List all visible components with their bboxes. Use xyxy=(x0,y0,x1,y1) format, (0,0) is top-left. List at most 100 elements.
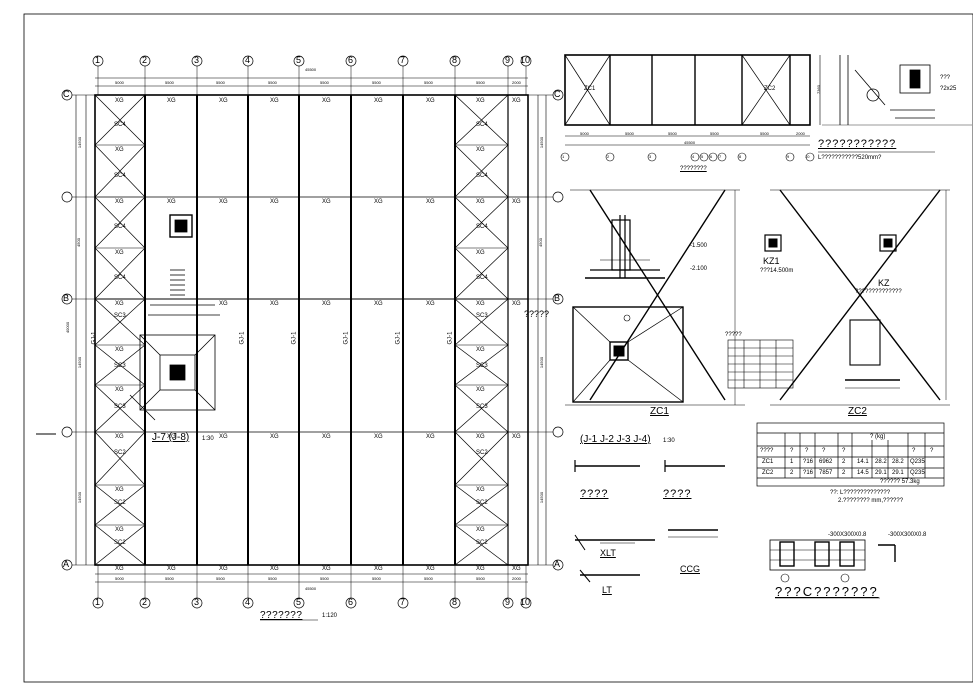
xg-label: XG xyxy=(374,301,383,307)
span-dim-b9: 2000 xyxy=(512,576,521,581)
elev-col: 3 xyxy=(649,154,652,159)
table-header: ? xyxy=(930,448,934,454)
elev-subtitle: L???????????520mm? xyxy=(818,155,882,161)
xg-label: XG xyxy=(322,434,331,440)
zc1-brace xyxy=(589,189,726,401)
row-letter-b-right: B xyxy=(554,293,561,303)
sc4-label: SC4 xyxy=(476,275,488,281)
level2: -2.100 xyxy=(690,266,708,272)
sc2-label: SC2 xyxy=(114,500,126,506)
sc3-label: SC3 xyxy=(114,404,126,410)
col-num-2: 2 xyxy=(142,55,148,65)
table-cell: 7857 xyxy=(819,470,833,476)
xg-label: XG xyxy=(270,566,279,572)
table-header: ? xyxy=(822,448,826,454)
col-num-4: 4 xyxy=(245,55,251,65)
xg-label: XG xyxy=(322,301,331,307)
gj-label: GJ-1 xyxy=(395,331,402,345)
table-cell: 6962 xyxy=(819,459,833,465)
sc2-label: SC2 xyxy=(476,540,488,546)
xg-label: XG xyxy=(219,566,228,572)
left-total-dim: 40000 xyxy=(65,321,71,334)
gj-label: GJ-1 xyxy=(239,331,246,345)
xg-label: XG xyxy=(219,301,228,307)
col-bubbles-bottom xyxy=(92,597,532,609)
xg-label: XG xyxy=(322,98,331,104)
elev-col: 8 xyxy=(739,154,742,159)
elev-col: 4 xyxy=(692,154,695,159)
xg-label: XG xyxy=(167,199,176,205)
col-num-9: 9 xyxy=(505,55,511,65)
span-dim-b1: 5000 xyxy=(115,576,124,581)
xg-label: XG xyxy=(512,199,521,205)
left-plan xyxy=(61,55,564,609)
col-num-7: 7 xyxy=(400,55,406,65)
table-cell: Q235 xyxy=(910,470,925,476)
zc2-brace xyxy=(779,189,941,401)
foundation-section xyxy=(565,189,950,406)
span-dim-b3: 5500 xyxy=(216,576,225,581)
gj-label: GJ-1 xyxy=(447,331,454,345)
xg-label: XG xyxy=(219,199,228,205)
right-seg-dim: 4500 xyxy=(537,238,543,247)
table-cell: Q235 xyxy=(910,459,925,465)
kz2-label: KZ xyxy=(878,278,890,288)
col-num-b2: 2 xyxy=(142,597,148,607)
elevation-frame xyxy=(564,54,811,126)
kz2-note: ?????????????? xyxy=(855,289,902,295)
elev-dim: 5500 xyxy=(668,131,677,136)
row-letter-c: C xyxy=(63,89,70,99)
xg-label: XG xyxy=(115,347,124,353)
span-dim-1: 5000 xyxy=(115,80,124,85)
xg-label: XG xyxy=(374,566,383,572)
elev-detail-note: ??? xyxy=(940,75,951,81)
elev-dim: 5500 xyxy=(625,131,634,136)
sc2-label: SC2 xyxy=(114,450,126,456)
sc3-label: SC3 xyxy=(476,363,488,369)
elev-title: ??????????? xyxy=(818,138,897,150)
zc2-label: ZC2 xyxy=(848,406,867,417)
table-cell: 14.1 xyxy=(857,459,869,465)
col-num-1: 1 xyxy=(95,55,101,65)
xg-label: XG xyxy=(512,301,521,307)
detail-scale: 1:30 xyxy=(202,436,214,442)
plan-scale: 1:120 xyxy=(322,613,338,619)
table-cell: ZC2 xyxy=(762,470,774,476)
col-bubbles-top xyxy=(92,55,532,67)
elev-col: 9 xyxy=(787,154,790,159)
xg-label: XG xyxy=(476,387,485,393)
detail-d1: ???? xyxy=(580,488,609,500)
span-dim-5: 5500 xyxy=(320,80,329,85)
xg-label: XG xyxy=(476,487,485,493)
col-num-8: 8 xyxy=(452,55,458,65)
lower-details xyxy=(574,460,896,599)
table-cell: 29.1 xyxy=(892,470,904,476)
left-seg-dim: 14500 xyxy=(77,491,83,504)
gj-label: GJ-1 xyxy=(91,331,98,345)
spec1: -300X300X0.8 xyxy=(828,532,867,538)
xg-label: XG xyxy=(219,98,228,104)
xg-label: XG xyxy=(270,199,279,205)
span-dim-b8: 5500 xyxy=(476,576,485,581)
col-num-b7: 7 xyxy=(400,597,406,607)
elev-zc1: ZC1 xyxy=(584,86,596,92)
xg-label: XG xyxy=(476,250,485,256)
xg-label: XG xyxy=(426,98,435,104)
left-seg-dim: 14500 xyxy=(77,356,83,369)
lt-label: LT xyxy=(602,585,612,595)
xg-label: XG xyxy=(374,199,383,205)
sc4-label: SC4 xyxy=(476,122,488,128)
sc4-label: SC4 xyxy=(114,275,126,281)
table-note1: ??: L?????????????? xyxy=(830,490,891,496)
small-table xyxy=(727,339,794,389)
left-seg-dim: 4500 xyxy=(75,238,81,247)
kz1-label: KZ1 xyxy=(763,256,780,266)
col-num-b4: 4 xyxy=(245,597,251,607)
xg-label: XG xyxy=(115,147,124,153)
elev-axis-caption: ???????? xyxy=(680,166,707,172)
elev-dim: 5500 xyxy=(710,131,719,136)
xg-label: XG xyxy=(426,301,435,307)
xg-label: XG xyxy=(115,387,124,393)
material-table xyxy=(756,422,945,487)
detail-d2: ???? xyxy=(663,488,692,500)
